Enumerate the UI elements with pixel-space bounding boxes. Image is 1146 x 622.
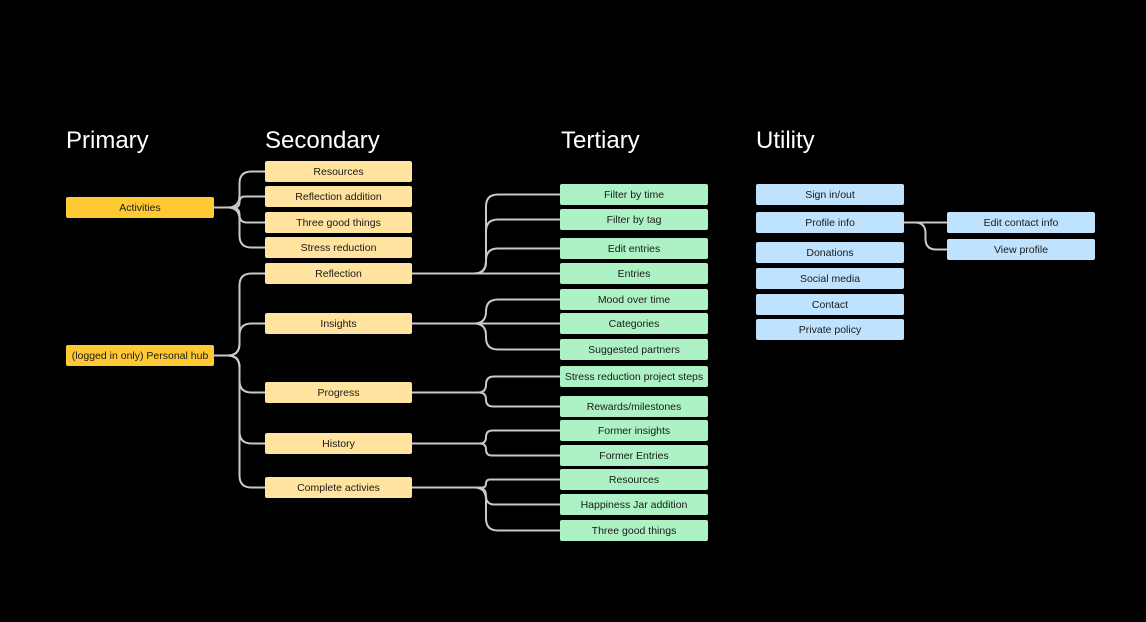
- node-reflection[interactable]: Reflection: [265, 263, 412, 284]
- connector-s-insights-t-mood-over-time: [412, 298, 560, 325]
- connector-s-progress-t-stress-steps: [412, 375, 560, 394]
- node-categories[interactable]: Categories: [560, 313, 708, 334]
- node-tertiary-resources[interactable]: Resources: [560, 469, 708, 490]
- node-stress-reduction-steps[interactable]: Stress reduction project steps: [560, 366, 708, 387]
- connector-s-insights-t-suggested-partners: [412, 322, 560, 351]
- node-suggested-partners[interactable]: Suggested partners: [560, 339, 708, 360]
- node-tertiary-three-good-things[interactable]: Three good things: [560, 520, 708, 541]
- node-rewards-milestones[interactable]: Rewards/milestones: [560, 396, 708, 417]
- node-filter-by-tag[interactable]: Filter by tag: [560, 209, 708, 230]
- node-social-media[interactable]: Social media: [756, 268, 904, 289]
- node-filter-by-time[interactable]: Filter by time: [560, 184, 708, 205]
- node-history[interactable]: History: [265, 433, 412, 454]
- node-contact[interactable]: Contact: [756, 294, 904, 315]
- node-edit-entries[interactable]: Edit entries: [560, 238, 708, 259]
- node-progress[interactable]: Progress: [265, 382, 412, 403]
- node-view-profile[interactable]: View profile: [947, 239, 1095, 260]
- node-former-insights[interactable]: Former insights: [560, 420, 708, 441]
- connector-p-personal-hub-s-insights: [214, 322, 265, 357]
- node-entries[interactable]: Entries: [560, 263, 708, 284]
- node-three-good-things[interactable]: Three good things: [265, 212, 412, 233]
- node-mood-over-time[interactable]: Mood over time: [560, 289, 708, 310]
- node-insights[interactable]: Insights: [265, 313, 412, 334]
- node-reflection-addition[interactable]: Reflection addition: [265, 186, 412, 207]
- node-resources[interactable]: Resources: [265, 161, 412, 182]
- connector-s-history-t-former-entries: [412, 442, 560, 457]
- node-donations[interactable]: Donations: [756, 242, 904, 263]
- node-complete-activities[interactable]: Complete activies: [265, 477, 412, 498]
- connector-u-profile-info-u-view-profile: [904, 221, 947, 251]
- connector-p-activities-s-reflection-addition: [214, 195, 265, 209]
- connector-s-complete-activities-t-resources: [412, 478, 560, 489]
- node-profile-info[interactable]: Profile info: [756, 212, 904, 233]
- node-stress-reduction[interactable]: Stress reduction: [265, 237, 412, 258]
- connector-p-activities-s-stress-reduction: [214, 206, 265, 249]
- connector-s-history-t-former-insights: [412, 429, 560, 445]
- node-former-entries[interactable]: Former Entries: [560, 445, 708, 466]
- node-private-policy[interactable]: Private policy: [756, 319, 904, 340]
- node-happiness-jar-addition[interactable]: Happiness Jar addition: [560, 494, 708, 515]
- node-personal-hub[interactable]: (logged in only) Personal hub: [66, 345, 214, 366]
- heading-utility: Utility: [756, 127, 815, 154]
- heading-tertiary: Tertiary: [561, 127, 640, 154]
- node-sign-in-out[interactable]: Sign in/out: [756, 184, 904, 205]
- heading-primary: Primary: [66, 127, 149, 154]
- node-edit-contact-info[interactable]: Edit contact info: [947, 212, 1095, 233]
- connector-s-complete-activities-t-three-good-things: [412, 486, 560, 532]
- connector-s-progress-t-rewards: [412, 391, 560, 408]
- connector-p-personal-hub-s-complete-activities: [214, 354, 265, 489]
- heading-secondary: Secondary: [265, 127, 380, 154]
- node-activities[interactable]: Activities: [66, 197, 214, 218]
